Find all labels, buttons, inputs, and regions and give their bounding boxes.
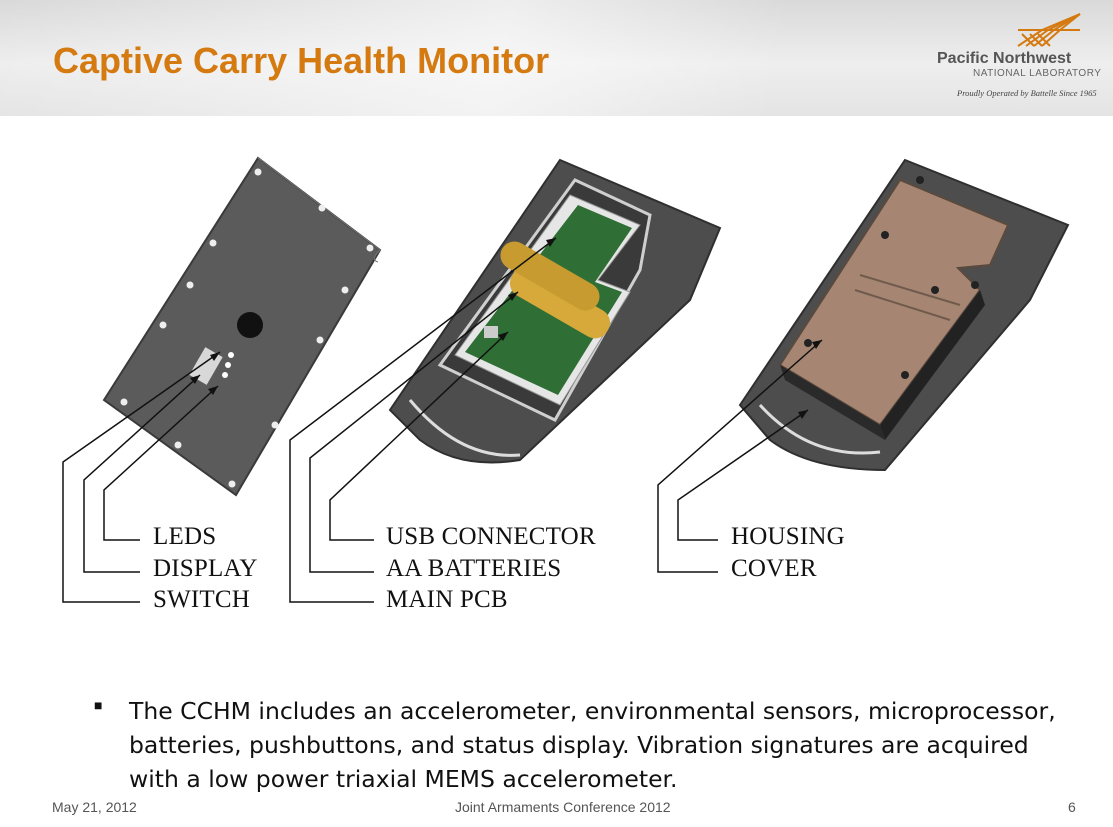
label-usb-connector: USB CONNECTOR <box>386 523 596 551</box>
logo-mark-icon <box>930 8 1110 53</box>
label-switch: SWITCH <box>153 586 250 614</box>
label-display: DISPLAY <box>153 555 258 583</box>
label-aa-batteries: AA BATTERIES <box>386 555 561 583</box>
open-housing-image <box>390 160 720 463</box>
label-main-pcb: MAIN PCB <box>386 586 508 614</box>
footer-date: May 21, 2012 <box>52 799 137 815</box>
label-leds: LEDS <box>153 523 216 551</box>
label-housing: HOUSING <box>731 523 845 551</box>
footer-page-number: 6 <box>1068 799 1076 815</box>
slide-title: Captive Carry Health Monitor <box>53 40 549 82</box>
cover-plate-image <box>104 158 380 495</box>
logo-name: Pacific Northwest <box>937 50 1071 68</box>
device-figure <box>0 120 1113 630</box>
bullet-marker: ■ <box>94 697 102 713</box>
logo-tagline: Proudly Operated by Battelle Since 1965 <box>957 88 1097 98</box>
pnnl-logo: Pacific Northwest NATIONAL LABORATORY Pr… <box>930 8 1110 108</box>
label-cover: COVER <box>731 555 817 583</box>
logo-subtitle: NATIONAL LABORATORY <box>973 68 1101 79</box>
bullet-text: The CCHM includes an accelerometer, envi… <box>129 694 1079 796</box>
footer-conference: Joint Armaments Conference 2012 <box>455 799 671 815</box>
